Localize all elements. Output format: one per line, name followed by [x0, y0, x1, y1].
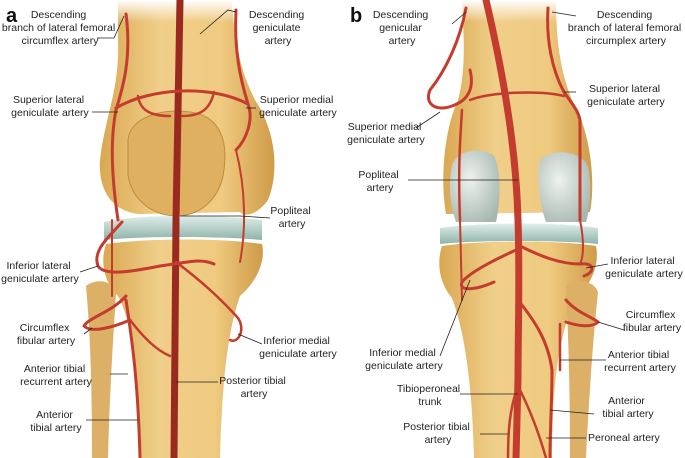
leaders-a — [79, 9, 271, 421]
panel-a: a — [1, 0, 338, 458]
desc-branch-lat-femoral-a — [110, 12, 130, 222]
label-a-ant-rec: Anterior tibial recurrent artery — [20, 363, 93, 388]
ant-tib-recurrent-a — [128, 318, 172, 358]
label-b-inf-med: Inferior medial geniculate artery — [365, 347, 443, 372]
meniscus-a — [104, 215, 262, 240]
panel-b-letter: b — [350, 5, 362, 27]
desc-branch-lat-femoral-b — [546, 6, 582, 222]
label-b-ant-tib: Anterior tibial artery — [602, 395, 654, 420]
label-b-desc-genic: Descending genicular artery — [373, 9, 431, 47]
peroneal-artery-b — [518, 388, 548, 458]
label-a-inf-med: Inferior medial geniculate artery — [259, 335, 337, 360]
labels-b: Descending genicular artery Descending b… — [347, 9, 684, 446]
panel-a-letter: a — [6, 5, 18, 27]
inf-lat-geniculate-a — [95, 220, 216, 274]
collateral-a — [111, 149, 246, 297]
label-b-post-tib: Posterior tibial artery — [403, 421, 472, 446]
collateral-b — [459, 219, 584, 301]
sup-loop-a — [136, 90, 216, 118]
labels-a: Descending branch of lateral femoral cir… — [1, 9, 337, 434]
label-b-popliteal: Popliteal artery — [358, 169, 401, 194]
label-a-popliteal: Popliteal artery — [270, 205, 313, 230]
condyle-lat-b — [449, 150, 500, 222]
label-a-sup-med: Superior medial geniculate artery — [259, 94, 337, 119]
sup-geniculate-b — [457, 91, 566, 222]
circumflex-fibular-a — [82, 294, 132, 331]
inf-med-geniculate-a — [174, 260, 243, 342]
arteries-a — [82, 0, 252, 458]
label-a-post-tib: Posterior tibial artery — [219, 375, 288, 400]
label-b-sup-lat: Superior lateral geniculate artery — [587, 83, 665, 108]
label-b-inf-lat: Inferior lateral geniculate artery — [605, 255, 683, 280]
label-a-circumflex: Circumflex fibular artery — [17, 322, 76, 347]
label-b-peroneal: Peroneal artery — [588, 432, 661, 444]
label-a-sup-lat: Superior lateral geniculate artery — [11, 94, 89, 119]
desc-genicular-b — [427, 6, 473, 110]
label-b-ant-rec: Anterior tibial recurrent artery — [604, 349, 677, 374]
popliteal-artery-b — [482, 0, 523, 458]
fibula-a — [86, 281, 116, 458]
sup-lat-geniculate-a — [114, 89, 252, 152]
condyle-med-b — [538, 152, 591, 222]
label-b-circumflex: Circumflex fibular artery — [623, 309, 682, 334]
label-a-desc-genic: Descending geniculate artery — [249, 9, 307, 47]
label-a-desc-branch: Descending branch of lateral femoral cir… — [2, 9, 118, 47]
label-b-sup-med: Superior medial geniculate artery — [347, 121, 425, 146]
label-b-tibioperoneal: Tibioperoneal trunk — [397, 383, 463, 408]
anterior-tibial-artery-b — [516, 298, 554, 458]
posterior-tibial-b — [506, 390, 518, 458]
tibia-a — [103, 239, 263, 458]
anterior-tibial-artery-a — [124, 298, 142, 458]
label-a-ant-tib: Anterior tibial artery — [30, 409, 82, 434]
label-a-inf-lat: Inferior lateral geniculate artery — [1, 260, 79, 285]
leaders-b — [408, 11, 625, 439]
label-b-desc-branch: Descending branch of lateral femoral cir… — [568, 9, 684, 47]
bones-a — [86, 0, 275, 458]
popliteal-artery-a — [170, 0, 184, 458]
desc-geniculate-a — [234, 8, 250, 106]
panel-b: b — [347, 0, 684, 458]
